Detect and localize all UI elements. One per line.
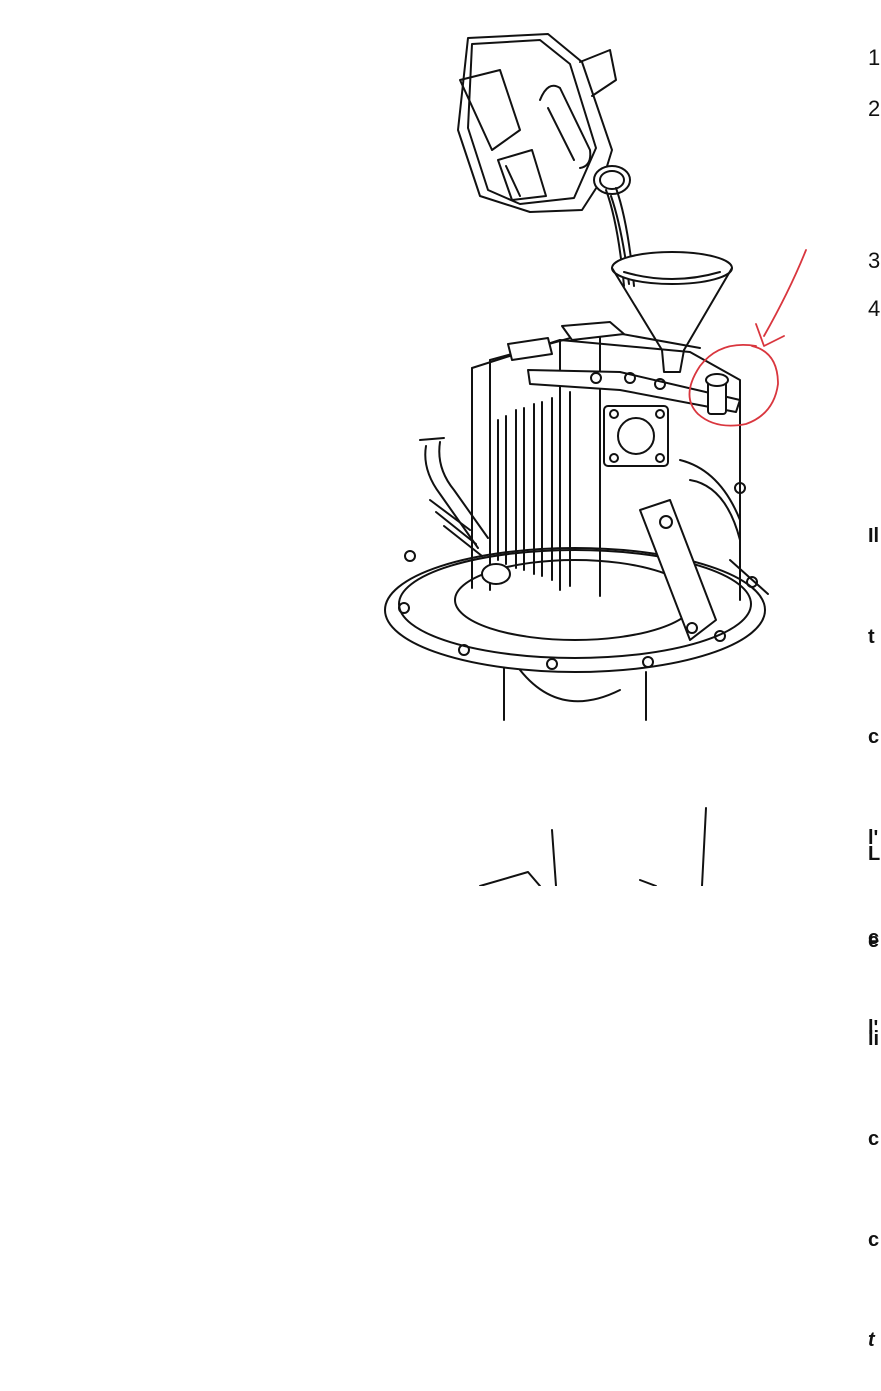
oil-can [457,33,631,213]
text-line: e [868,930,880,952]
top-bracket [507,321,741,413]
second-drawing-fragment [479,807,707,886]
support-arm [639,499,769,641]
red-circle-annotation [688,249,807,427]
text-line: t [868,625,875,648]
level-plug [705,373,729,415]
text-line: Il [868,525,880,547]
text-line: c [868,726,880,748]
text-line: l' [868,1017,879,1039]
shift-lever [419,437,511,585]
flange-bolts [398,482,758,670]
funnel [611,251,733,373]
paragraph-2-fragment: L e l' [868,782,880,1072]
gearbox-oil-fill-illustration [384,33,807,886]
text-line: c [868,1128,880,1150]
step-number: 3 [868,248,881,273]
step-number: 4 [868,296,881,321]
step-number: 1 [868,45,881,70]
text-line: c [868,1228,880,1251]
text-line: L [868,843,881,865]
text-line: t [868,1329,875,1351]
text-line: l' [868,826,879,849]
step-number: 2 [868,96,881,121]
